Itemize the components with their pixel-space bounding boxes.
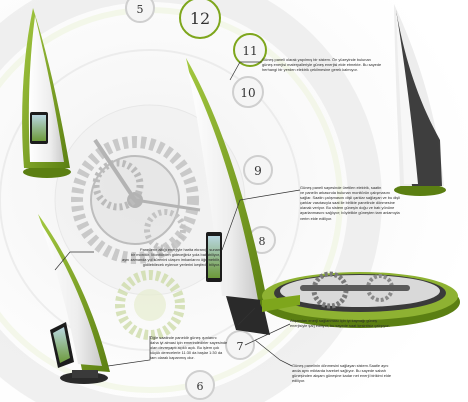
numeral-disc-10: 10: [232, 76, 264, 108]
numeral-5: 5: [137, 3, 144, 16]
note-energy-storage: Akşamları enerji sağlanması için iyi kay…: [290, 318, 390, 329]
numeral-disc-6: 6: [185, 370, 215, 400]
note-solar-panel: Güneş paneli olarak yapılmış bir sistem.…: [262, 57, 382, 73]
kiosk-top-left: [22, 8, 71, 178]
numeral-7: 7: [237, 340, 244, 353]
numeral-11: 11: [242, 44, 257, 58]
numeral-10: 10: [240, 86, 255, 100]
rotation-base-cutaway: [260, 271, 460, 328]
numeral-6: 6: [197, 380, 204, 393]
note-electric-energy: Güneş paneli sayesinde üretilen elektrik…: [300, 185, 400, 221]
numeral-disc-5: 5: [125, 0, 155, 23]
numeral-disc-11: 11: [233, 33, 267, 67]
numeral-8: 8: [259, 235, 266, 248]
note-map-screen: Panellerin altığı enerjiyle harita ekran…: [122, 247, 220, 268]
numeral-12: 12: [190, 9, 210, 28]
note-sunset-position: Güneş panelinin dönmesini sağlayan siste…: [292, 363, 392, 384]
numeral-disc-9: 9: [243, 155, 273, 185]
kiosk-bottom-left: [38, 214, 110, 384]
kiosk-top-right: [394, 4, 446, 196]
note-noon-position: Öğle saatinde paneldir güneş ışınlarını …: [150, 335, 228, 361]
kiosk-center: [186, 58, 270, 335]
annotation-leaders: [54, 61, 301, 367]
numeral-9: 9: [254, 164, 262, 178]
gear-mechanism: [71, 136, 201, 340]
numeral-disc-7: 7: [225, 330, 255, 360]
numeral-disc-12: 12: [179, 0, 221, 39]
